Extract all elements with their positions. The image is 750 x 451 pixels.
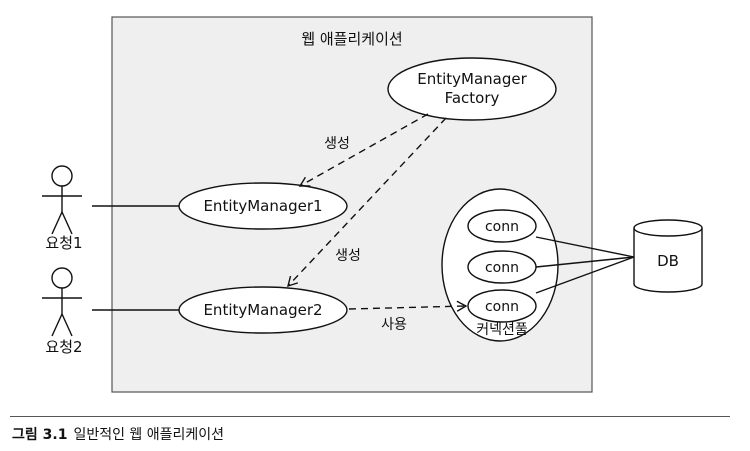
conn1-db-line [535, 236, 635, 258]
entity-manager2-label: EntityManager2 [203, 301, 322, 319]
conn-label-2: conn [485, 260, 519, 276]
conn-label-3: conn [485, 299, 519, 315]
actor-request2-icon [42, 267, 82, 337]
entity-manager1-label: EntityManager1 [203, 197, 322, 215]
figure-caption-text: 일반적인 웹 애플리케이션 [73, 427, 225, 443]
actor-request2-label: 요청2 [45, 338, 82, 356]
database-label: DB [657, 252, 679, 270]
container-title: 웹 애플리케이션 [301, 30, 402, 48]
figure-number: 그림 3.1 [12, 427, 68, 443]
create-label-1: 생성 [324, 136, 350, 152]
emf-to-em1-arrow [298, 113, 429, 187]
figure-caption: 그림 3.1 일반적인 웹 애플리케이션 [12, 424, 224, 444]
conn-node-1 [467, 209, 537, 243]
create-label-2: 생성 [335, 248, 361, 264]
emf-to-em2-arrow [287, 117, 447, 288]
actor-request1-icon [42, 165, 82, 235]
use-label: 사용 [381, 317, 407, 333]
conn2-db-line [535, 256, 635, 268]
conn-node-3 [467, 289, 537, 323]
database-node [633, 219, 703, 293]
entity-manager-factory-label-line1: EntityManager [417, 70, 527, 88]
entity-manager-factory-node [387, 57, 557, 121]
connection-pool-label: 커넥션풀 [476, 322, 528, 338]
entity-manager-factory-label-line2: Factory [445, 89, 500, 107]
conn-label-1: conn [485, 219, 519, 235]
conn3-db-line [535, 256, 635, 294]
actor-request1-label: 요청1 [45, 234, 82, 252]
em2-to-conn-arrow [348, 300, 468, 312]
caption-divider [10, 416, 730, 417]
